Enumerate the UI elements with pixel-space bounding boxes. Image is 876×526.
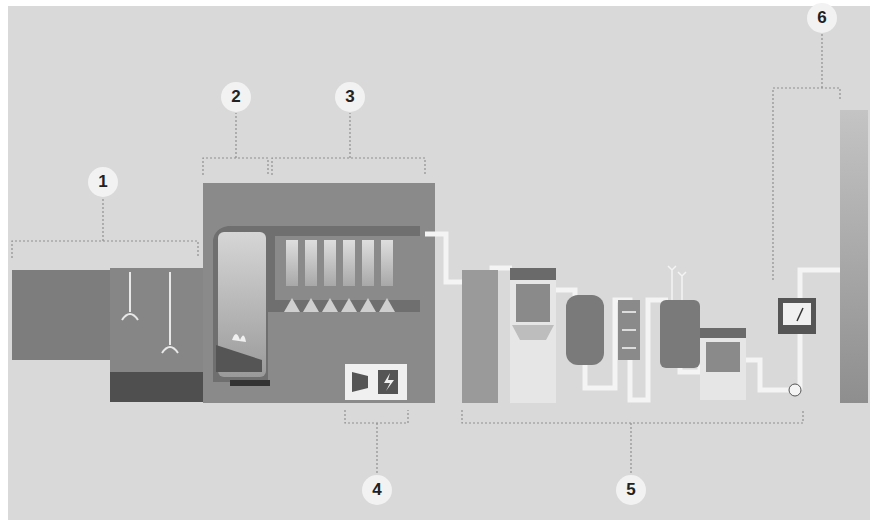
boiler-tube bbox=[343, 240, 355, 286]
monitor-dial bbox=[783, 303, 811, 325]
exchanger-lines bbox=[622, 312, 636, 348]
boiler-tube bbox=[381, 240, 393, 286]
ash-hopper bbox=[360, 298, 376, 312]
filter-hopper bbox=[512, 325, 554, 340]
filter-cap-2 bbox=[700, 328, 746, 338]
lightning-symbol bbox=[384, 373, 394, 391]
scr-reactor bbox=[660, 300, 700, 368]
ash-hopper bbox=[284, 298, 300, 312]
filter-cap bbox=[510, 268, 556, 280]
brackets bbox=[12, 34, 840, 474]
filter-bags-2 bbox=[706, 342, 740, 372]
second-filter bbox=[700, 328, 746, 400]
ash-hopper bbox=[303, 298, 319, 312]
induced-draft-fan bbox=[789, 384, 801, 396]
waste-bunker bbox=[110, 268, 205, 402]
callout-number: 4 bbox=[362, 475, 392, 505]
callout-number: 6 bbox=[807, 3, 837, 33]
generator-symbol bbox=[378, 370, 398, 394]
emission-monitor bbox=[778, 298, 816, 334]
filter-bags bbox=[516, 284, 550, 322]
cranes bbox=[122, 272, 178, 353]
tipping-hall bbox=[12, 270, 112, 360]
callout-number: 2 bbox=[221, 82, 251, 112]
bunker-waste bbox=[110, 372, 205, 402]
boiler-house bbox=[203, 183, 435, 403]
boiler-tube bbox=[362, 240, 374, 286]
monitor-needle bbox=[797, 308, 803, 321]
boiler-tube bbox=[305, 240, 317, 286]
quench-tower bbox=[462, 270, 498, 403]
turbine-symbol bbox=[352, 372, 368, 392]
flame bbox=[232, 334, 246, 342]
boiler-tube bbox=[324, 240, 336, 286]
callout-number: 5 bbox=[616, 475, 646, 505]
stack bbox=[840, 110, 868, 403]
scrubber bbox=[566, 295, 604, 365]
boiler-tube bbox=[286, 240, 298, 286]
ash-hopper bbox=[341, 298, 357, 312]
callout-number: 1 bbox=[88, 167, 118, 197]
grate bbox=[216, 345, 262, 372]
ash-hopper bbox=[322, 298, 338, 312]
boiler-tubes bbox=[286, 240, 393, 286]
fabric-filter bbox=[510, 268, 556, 403]
furnace-casing bbox=[213, 226, 420, 382]
generator-panel bbox=[345, 364, 407, 400]
reagent-lines bbox=[668, 266, 686, 300]
callout-number: 3 bbox=[335, 82, 365, 112]
background bbox=[8, 6, 870, 520]
heat-exchanger bbox=[618, 300, 640, 360]
ash-hopper bbox=[379, 298, 395, 312]
ash-discharge bbox=[230, 380, 270, 386]
boiler-hoppers bbox=[284, 298, 395, 312]
